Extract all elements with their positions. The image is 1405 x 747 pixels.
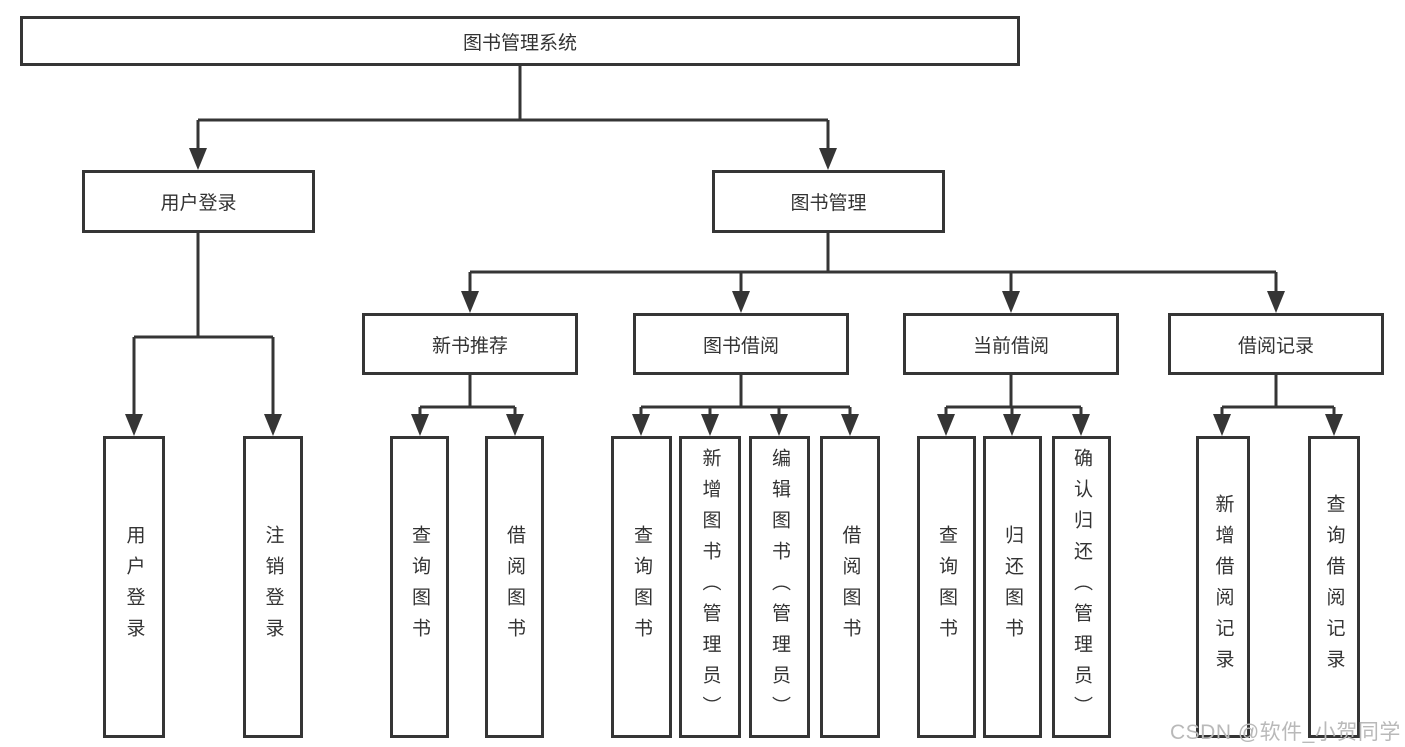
leaf-return-books: 归还图书 [983, 436, 1042, 738]
node-label: 用户登录 [123, 525, 145, 649]
leaf-confirm-return-admin: 确认归还（管理员） [1052, 436, 1111, 738]
node-label: 用户登录 [160, 193, 237, 214]
node-label: 新增借阅记录 [1212, 494, 1234, 680]
node-label: 查询图书 [936, 525, 957, 649]
leaf-borrow-books-borrowing: 借阅图书 [820, 436, 880, 738]
node-label: 确认归还（管理员） [1071, 447, 1092, 727]
node-library-management-system: 图书管理系统 [20, 16, 1020, 66]
leaf-edit-book-admin: 编辑图书（管理员） [749, 436, 810, 738]
node-current-borrowing: 当前借阅 [903, 313, 1119, 375]
leaf-query-books-borrowing: 查询图书 [611, 436, 672, 738]
leaf-add-book-admin: 新增图书（管理员） [679, 436, 741, 738]
node-label: 归还图书 [1002, 525, 1023, 649]
node-label: 图书借阅 [702, 335, 779, 357]
node-label: 图书管理系统 [462, 32, 577, 54]
node-label: 查询图书 [409, 525, 430, 649]
leaf-query-borrow-record: 查询借阅记录 [1308, 436, 1360, 738]
node-label: 借阅图书 [839, 525, 861, 649]
leaf-query-books-current: 查询图书 [917, 436, 976, 738]
node-label: 借阅图书 [504, 525, 525, 649]
node-label: 编辑图书（管理员） [769, 447, 790, 727]
node-new-book-recommendation: 新书推荐 [362, 313, 578, 375]
node-label: 查询图书 [631, 525, 652, 649]
leaf-user-login: 用户登录 [103, 436, 165, 738]
csdn-watermark: CSDN @软件_小贺同学 [1170, 721, 1401, 744]
leaf-logout: 注销登录 [243, 436, 303, 738]
leaf-borrow-books-recommend: 借阅图书 [485, 436, 544, 738]
arrowheads [125, 148, 1343, 436]
node-book-borrowing: 图书借阅 [633, 313, 849, 375]
node-label: 新书推荐 [431, 335, 508, 357]
node-label: 注销登录 [262, 525, 284, 649]
node-book-management: 图书管理 [712, 170, 945, 233]
node-label: 当前借阅 [972, 335, 1049, 357]
leaf-add-borrow-record: 新增借阅记录 [1196, 436, 1250, 738]
node-borrowing-records: 借阅记录 [1168, 313, 1384, 375]
node-label: 新增图书（管理员） [699, 447, 721, 727]
node-user-login: 用户登录 [82, 170, 315, 233]
node-label: 查询借阅记录 [1323, 494, 1345, 680]
node-label: 借阅记录 [1237, 335, 1314, 357]
node-label: 图书管理 [790, 193, 867, 214]
leaf-query-books-recommend: 查询图书 [390, 436, 449, 738]
